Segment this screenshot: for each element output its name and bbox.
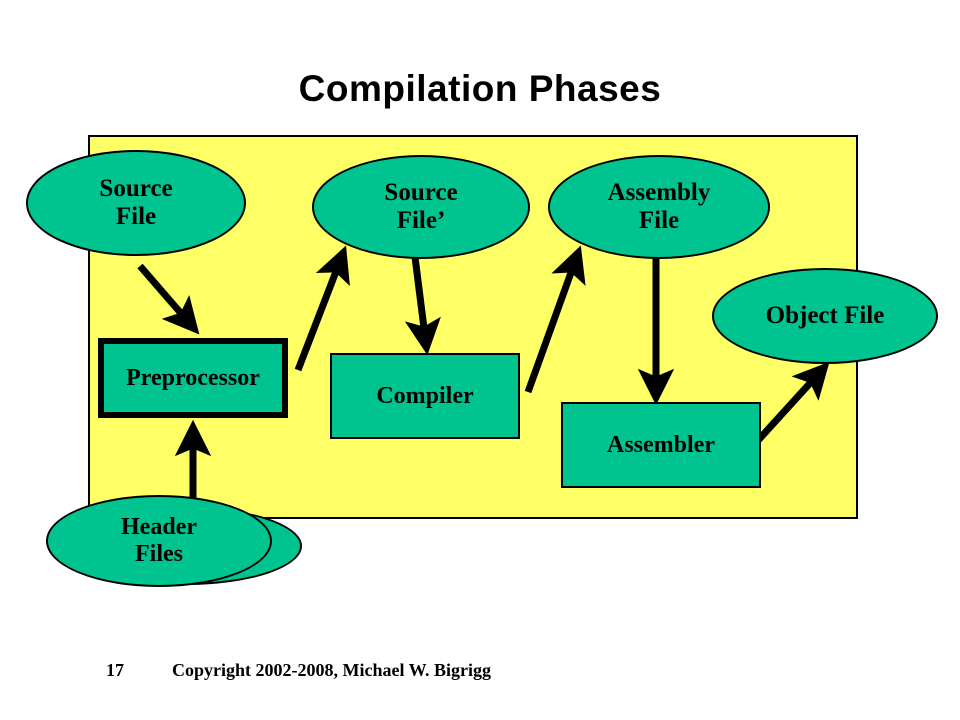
node-assembly-file-label-line2: File [638, 207, 680, 234]
node-object-file-label: Object File [765, 302, 885, 329]
node-header-files[interactable]: Header Files [46, 495, 272, 587]
node-header-files-label-line1: Header [121, 514, 197, 541]
node-source-file[interactable]: Source File [26, 150, 246, 256]
page-number: 17 [106, 660, 124, 680]
node-assembler-label: Assembler [607, 431, 715, 458]
node-header-files-label-line2: Files [134, 541, 183, 567]
node-source-file-prime[interactable]: Source File’ [312, 155, 530, 259]
node-source-file-label-line2: File [115, 203, 157, 230]
node-assembly-file[interactable]: Assembly File [548, 155, 770, 259]
page-title: Compilation Phases [298, 68, 662, 109]
node-preprocessor-label: Preprocessor [126, 364, 260, 391]
node-assembler[interactable]: Assembler [561, 402, 761, 488]
slide-footer: 17 Copyright 2002-2008, Michael W. Bigri… [0, 660, 960, 690]
node-assembly-file-label-line1: Assembly [607, 179, 711, 206]
node-source-file-prime-label-line2: File’ [396, 207, 446, 234]
node-compiler-label: Compiler [376, 382, 474, 409]
node-source-file-label-line1: Source [99, 175, 173, 202]
node-object-file[interactable]: Object File [712, 268, 938, 364]
node-source-file-prime-label-line1: Source [384, 179, 458, 206]
copyright-notice: Copyright 2002-2008, Michael W. Bigrigg [172, 660, 491, 680]
node-preprocessor[interactable]: Preprocessor [98, 338, 288, 418]
node-compiler[interactable]: Compiler [330, 353, 520, 439]
